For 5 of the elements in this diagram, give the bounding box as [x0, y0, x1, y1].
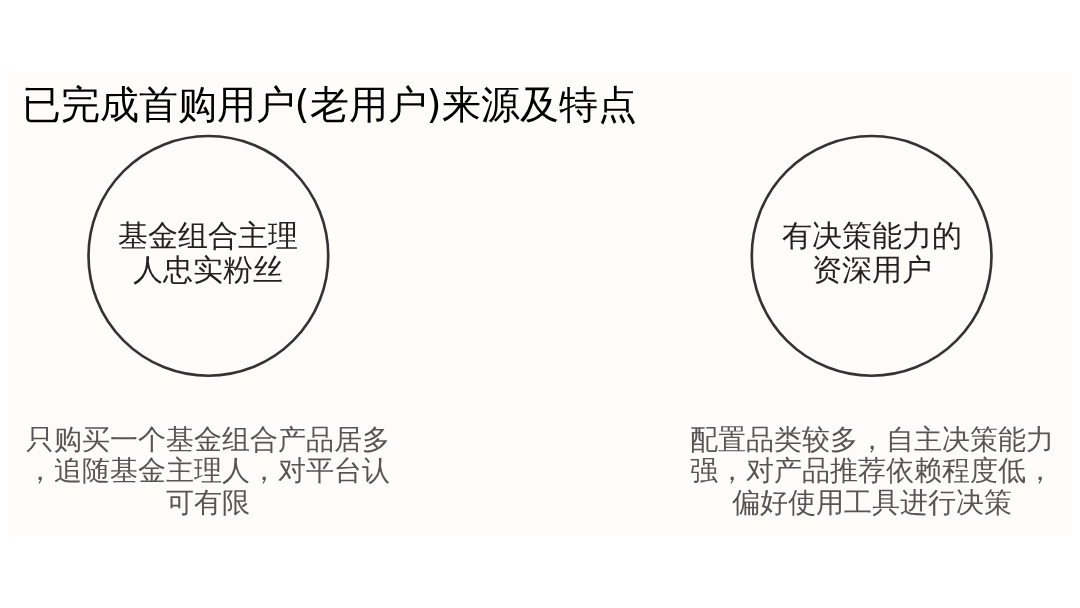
node-circle: 基金组合主理人忠实粉丝: [87, 134, 330, 378]
diagram-title: 已完成首购用户(老用户)来源及特点: [21, 81, 637, 127]
node-label: 只购买一个基金组合产品居多，追随基金主理人，对平台认可有限: [26, 422, 391, 519]
node-label: 配置品类较多，自主决策能力强，对产品推荐依赖程度低，偏好使用工具进行决策: [689, 422, 1054, 519]
node-circle: 有决策能力的资深用户: [750, 134, 993, 378]
